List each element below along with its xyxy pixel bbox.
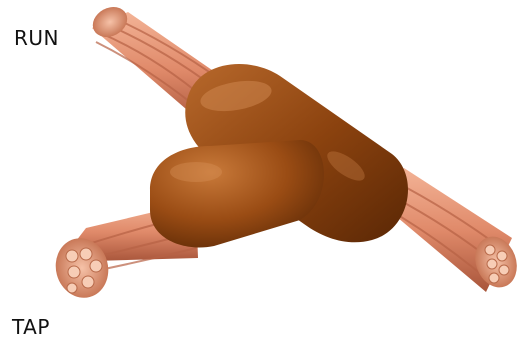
tap-label: TAP <box>12 317 50 337</box>
run-label: RUN <box>14 28 59 48</box>
connector-tap-sleeve <box>150 140 324 248</box>
connector-highlight <box>170 162 222 182</box>
